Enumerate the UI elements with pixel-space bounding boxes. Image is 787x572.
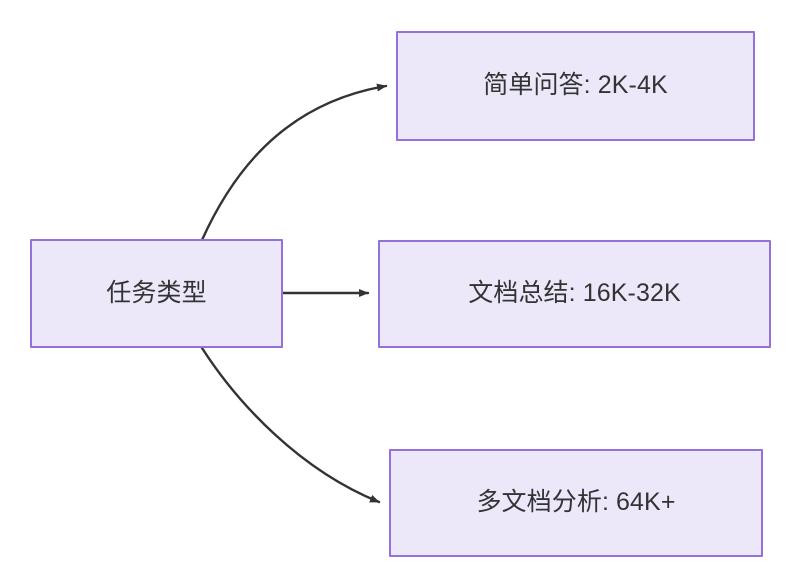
node-simple-qa-label: 简单问答: 2K-4K [483,71,668,100]
node-doc-summary-label: 文档总结: 16K-32K [468,279,681,308]
edge-to-multi-doc [200,346,381,504]
node-multi-doc-label: 多文档分析: 64K+ [476,488,676,517]
node-simple-qa[interactable]: 简单问答: 2K-4K [396,31,755,141]
node-task-type[interactable]: 任务类型 [30,239,283,348]
node-doc-summary[interactable]: 文档总结: 16K-32K [378,240,771,348]
node-multi-doc[interactable]: 多文档分析: 64K+ [389,449,763,557]
edge-to-simple-qa [200,83,388,242]
node-task-type-label: 任务类型 [106,278,207,307]
